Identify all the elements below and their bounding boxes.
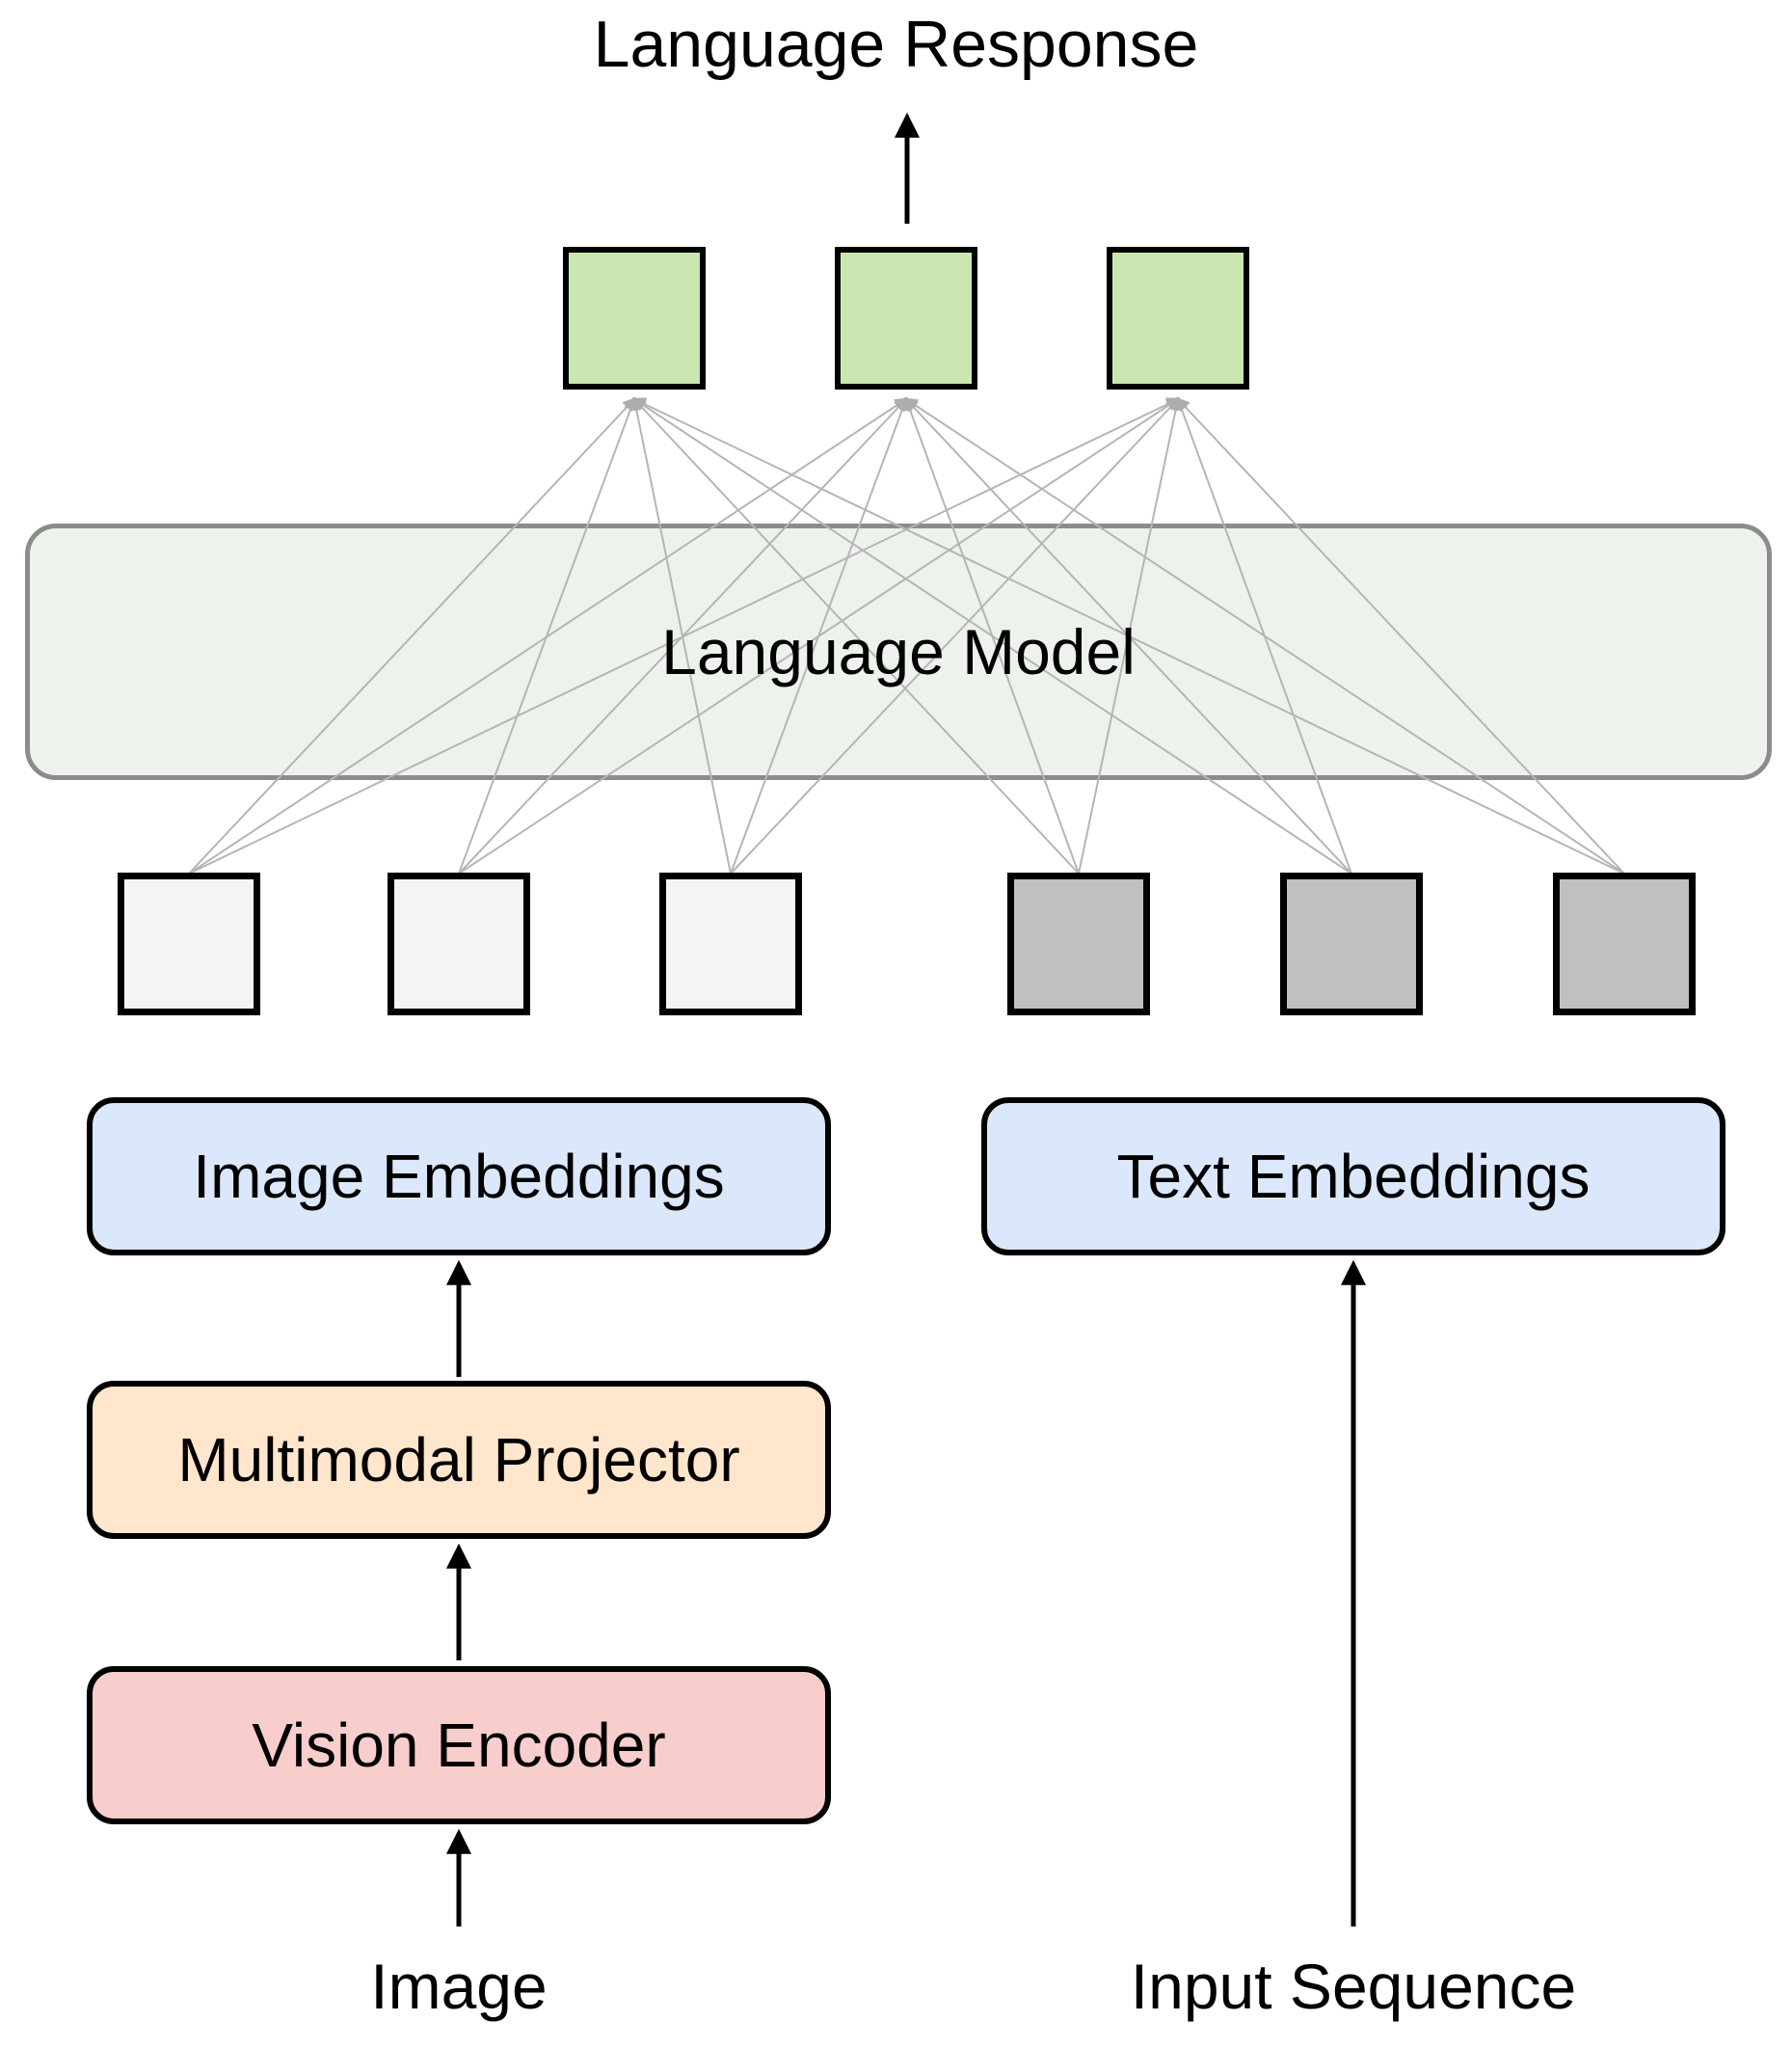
input-sequence-label: Input Sequence <box>1130 1951 1577 2022</box>
attention-line <box>730 396 1180 875</box>
vision-encoder-label: Vision Encoder <box>252 1711 666 1780</box>
multimodal-projector-box: Multimodal Projector <box>87 1381 831 1539</box>
multimodal-projector-label: Multimodal Projector <box>177 1425 740 1495</box>
attention-line <box>903 397 1625 875</box>
image-embeddings-box: Image Embeddings <box>87 1097 831 1255</box>
image-embeddings-label: Image Embeddings <box>193 1142 725 1211</box>
attention-line <box>629 396 732 875</box>
attention-lines <box>188 396 1625 875</box>
text-embeddings-label: Text Embeddings <box>1116 1142 1591 1211</box>
text-token-square <box>1280 873 1423 1015</box>
image-token-square <box>659 873 802 1015</box>
flow-arrows <box>446 112 1366 1927</box>
attention-line <box>1176 396 1625 875</box>
attention-line <box>730 396 909 875</box>
vision-encoder-box: Vision Encoder <box>87 1666 831 1824</box>
attention-line <box>631 397 1625 875</box>
text-token-square <box>1007 873 1150 1015</box>
image-token-square <box>388 873 530 1015</box>
attention-line <box>188 396 636 875</box>
text-embeddings-box: Text Embeddings <box>981 1097 1725 1255</box>
language-response-title: Language Response <box>593 8 1199 81</box>
attention-line <box>631 397 1352 875</box>
text-token-square <box>1553 873 1696 1015</box>
output-token-square <box>1107 247 1249 390</box>
attention-line <box>458 396 637 875</box>
output-token-square <box>563 247 706 390</box>
output-token-square <box>835 247 977 390</box>
attention-line <box>632 396 1080 875</box>
image-input-label: Image <box>370 1951 548 2022</box>
image-token-square <box>118 873 260 1015</box>
